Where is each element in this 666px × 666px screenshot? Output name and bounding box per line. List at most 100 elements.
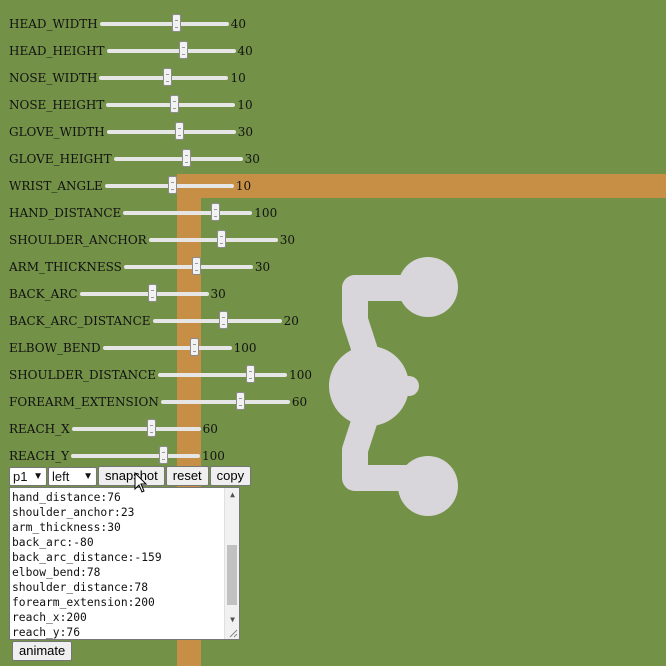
- output-line: arm_thickness:30: [12, 521, 121, 534]
- boxer-figure: [329, 257, 458, 516]
- lower-glove: [398, 456, 458, 516]
- slider-row-reach-x: REACH_X 60: [9, 419, 218, 439]
- slider-label-reach-y: REACH_Y: [9, 449, 70, 463]
- slider-thumb-head-height[interactable]: [178, 41, 188, 59]
- slider-label-shoulder-anchor: SHOULDER_ANCHOR: [9, 233, 147, 247]
- slider-value-back-arc: 30: [210, 287, 226, 301]
- output-line: shoulder_anchor:23: [12, 506, 135, 519]
- slider-value-reach-x: 60: [202, 422, 218, 436]
- player-select[interactable]: p1 ▼: [9, 466, 47, 486]
- player-select-value: p1: [13, 468, 28, 484]
- slider-thumb-head-width[interactable]: [171, 14, 181, 32]
- slider-value-arm-thickness: 30: [254, 260, 271, 274]
- slider-label-forearm-extension: FOREARM_EXTENSION: [9, 395, 159, 409]
- slider-label-head-width: HEAD_WIDTH: [9, 17, 98, 31]
- output-line: forearm_extension:200: [12, 596, 155, 609]
- output-scrollbar[interactable]: ▲ ▼: [224, 488, 239, 639]
- slider-thumb-nose-height[interactable]: [169, 95, 179, 113]
- reset-button[interactable]: reset: [165, 466, 209, 486]
- slider-thumb-elbow-bend[interactable]: [190, 338, 200, 356]
- slider-track-head-height[interactable]: [106, 41, 236, 59]
- slider-thumb-nose-width[interactable]: [163, 68, 173, 86]
- slider-track-nose-width[interactable]: [99, 68, 229, 86]
- slider-value-forearm-extension: 60: [291, 395, 308, 409]
- slider-track-reach-x[interactable]: [71, 419, 201, 437]
- slider-row-arm-thickness: ARM_THICKNESS 30: [9, 257, 270, 277]
- slider-row-glove-height: GLOVE_HEIGHT 30: [9, 149, 260, 169]
- slider-track-back-arc-distance[interactable]: [152, 311, 282, 329]
- slider-value-reach-y: 100: [202, 449, 225, 463]
- slider-track-hand-distance[interactable]: [123, 203, 253, 221]
- slider-track-forearm-extension[interactable]: [160, 392, 290, 410]
- slider-track-nose-height[interactable]: [106, 95, 236, 113]
- slider-thumb-glove-width[interactable]: [175, 122, 185, 140]
- slider-thumb-glove-height[interactable]: [182, 149, 192, 167]
- slider-track-shoulder-distance[interactable]: [158, 365, 288, 383]
- slider-row-nose-width: NOSE_WIDTH 10: [9, 68, 246, 88]
- slider-value-nose-width: 10: [230, 71, 246, 85]
- slider-value-head-width: 40: [230, 17, 246, 31]
- slider-track-wrist-angle[interactable]: [104, 176, 234, 194]
- slider-thumb-shoulder-anchor[interactable]: [217, 230, 227, 248]
- output-textarea[interactable]: hand_distance:76 shoulder_anchor:23 arm_th…: [9, 487, 240, 640]
- slider-track-glove-height[interactable]: [113, 149, 243, 167]
- slider-row-back-arc: BACK_ARC 30: [9, 284, 226, 304]
- nose: [399, 376, 419, 396]
- slider-row-back-arc-distance: BACK_ARC_DISTANCE 20: [9, 311, 299, 331]
- horizontal-bar: [178, 174, 666, 198]
- slider-thumb-back-arc[interactable]: [147, 284, 157, 302]
- slider-track-glove-width[interactable]: [106, 122, 236, 140]
- slider-label-nose-width: NOSE_WIDTH: [9, 71, 98, 85]
- side-select[interactable]: left ▼: [48, 466, 97, 486]
- slider-label-back-arc: BACK_ARC: [9, 287, 78, 301]
- slider-label-glove-height: GLOVE_HEIGHT: [9, 152, 112, 166]
- slider-label-reach-x: REACH_X: [9, 422, 70, 436]
- slider-row-shoulder-anchor: SHOULDER_ANCHOR 30: [9, 230, 295, 250]
- control-bar: p1 ▼ left ▼ snapshot reset copy: [9, 466, 252, 486]
- output-line: shoulder_distance:78: [12, 581, 149, 594]
- slider-label-shoulder-distance: SHOULDER_DISTANCE: [9, 368, 157, 382]
- slider-thumb-reach-x[interactable]: [147, 419, 157, 437]
- snapshot-button[interactable]: snapshot: [98, 466, 165, 486]
- slider-track-arm-thickness[interactable]: [123, 257, 253, 275]
- slider-label-hand-distance: HAND_DISTANCE: [9, 206, 122, 220]
- output-line: hand_distance:76: [12, 491, 121, 504]
- copy-button[interactable]: copy: [209, 466, 252, 486]
- slider-thumb-back-arc-distance[interactable]: [218, 311, 228, 329]
- slider-row-reach-y: REACH_Y 100: [9, 446, 225, 466]
- slider-label-back-arc-distance: BACK_ARC_DISTANCE: [9, 314, 151, 328]
- slider-row-elbow-bend: ELBOW_BEND 100: [9, 338, 257, 358]
- slider-label-elbow-bend: ELBOW_BEND: [9, 341, 101, 355]
- output-line: elbow_bend:78: [12, 566, 101, 579]
- slider-value-glove-height: 30: [244, 152, 260, 166]
- slider-thumb-arm-thickness[interactable]: [192, 257, 202, 275]
- mouse-pointer-icon: [134, 472, 148, 493]
- slider-track-reach-y[interactable]: [71, 446, 201, 464]
- upper-glove: [398, 257, 458, 317]
- slider-thumb-reach-y[interactable]: [158, 446, 168, 464]
- slider-track-shoulder-anchor[interactable]: [148, 230, 278, 248]
- scroll-thumb[interactable]: [227, 545, 237, 605]
- slider-thumb-hand-distance[interactable]: [210, 203, 220, 221]
- slider-track-back-arc[interactable]: [79, 284, 209, 302]
- slider-thumb-shoulder-distance[interactable]: [245, 365, 255, 383]
- scroll-down-icon[interactable]: ▼: [230, 615, 235, 624]
- slider-label-glove-width: GLOVE_WIDTH: [9, 125, 105, 139]
- slider-value-shoulder-distance: 100: [289, 368, 312, 382]
- resize-grip-icon[interactable]: [228, 628, 238, 638]
- slider-thumb-forearm-extension[interactable]: [236, 392, 246, 410]
- slider-value-back-arc-distance: 20: [283, 314, 299, 328]
- animate-button[interactable]: animate: [12, 641, 73, 661]
- slider-label-nose-height: NOSE_HEIGHT: [9, 98, 105, 112]
- slider-value-shoulder-anchor: 30: [279, 233, 295, 247]
- slider-value-elbow-bend: 100: [233, 341, 257, 355]
- slider-track-head-width[interactable]: [99, 14, 229, 32]
- slider-label-arm-thickness: ARM_THICKNESS: [9, 260, 122, 274]
- slider-track-elbow-bend[interactable]: [102, 338, 232, 356]
- slider-label-wrist-angle: WRIST_ANGLE: [9, 179, 103, 193]
- slider-thumb-wrist-angle[interactable]: [168, 176, 178, 194]
- scroll-up-icon[interactable]: ▲: [230, 490, 235, 499]
